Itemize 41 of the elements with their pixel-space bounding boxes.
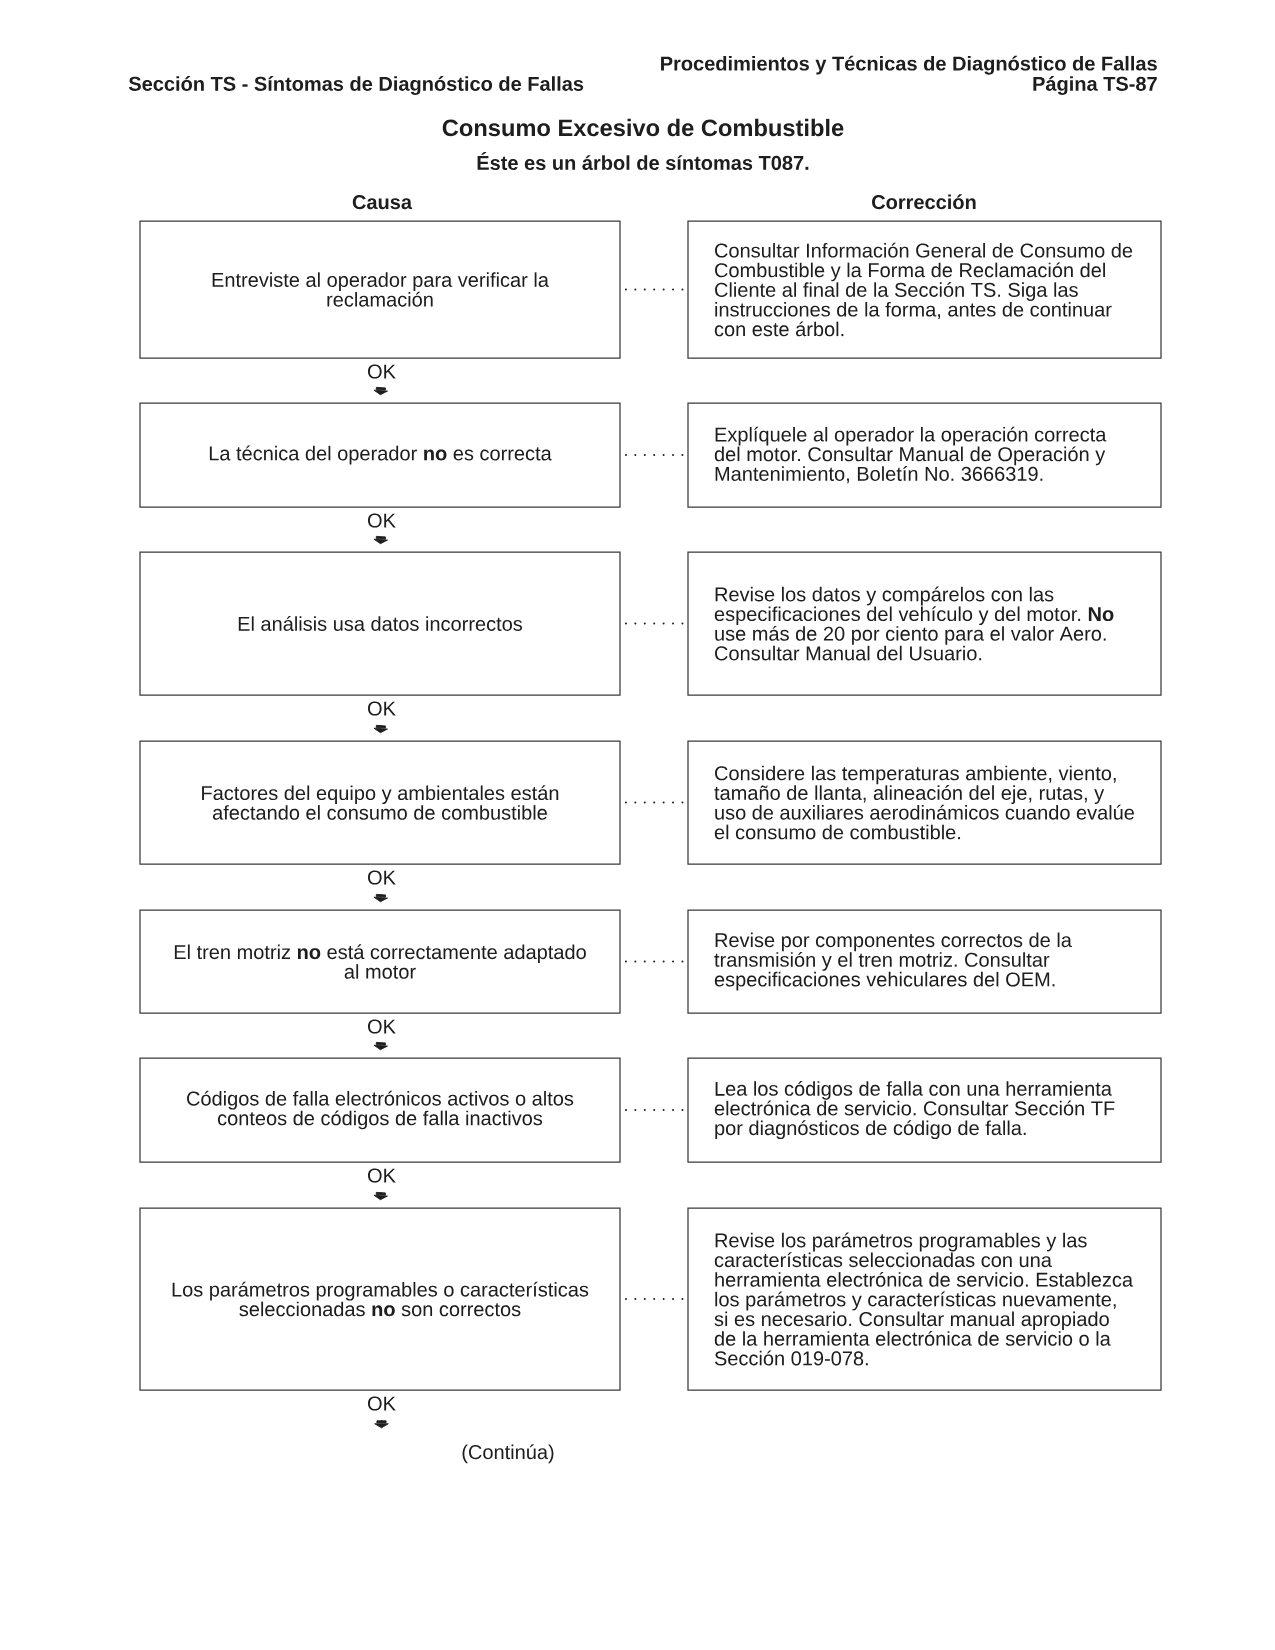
dotted-line: [624, 960, 685, 963]
dotted-line: [624, 1109, 685, 1111]
step-label: OK: [368, 870, 396, 885]
dotted-line: [624, 1298, 685, 1300]
arrow: [373, 893, 388, 903]
correction-box: Explíquele al operador la operación correcta del motor. Consultar Manual de Operación y Mantenimiento, Boletín No. 3666319.: [687, 402, 1162, 508]
cause-box: Los parámetros programables o características seleccionadas no son correctos: [139, 1207, 621, 1391]
correction-box: Revise los datos y compárelos con las especificaciones del vehículo y del motor. No use más de 20 por ciento para el valor Aero. Consultar Manual del Usuario.: [687, 551, 1162, 696]
step-label: OK: [368, 513, 396, 528]
dotted-line: [624, 288, 685, 291]
correction-box: Considere las temperaturas ambiente, viento, tamaño de llanta, alineación del eje, rutas, y uso de auxiliares aerodinámicos cuando evalúe el consumo de combustible.: [687, 740, 1162, 865]
step-label: OK: [368, 701, 396, 716]
step-label: OK: [368, 1019, 396, 1034]
step-label: OK: [368, 1396, 396, 1411]
arrow: [373, 535, 388, 545]
cause-box: Entreviste al operador para verificar la reclamación: [139, 220, 621, 359]
arrow: [373, 1041, 388, 1051]
cause-box: El tren motriz no está correctamente adaptado al motor: [139, 909, 621, 1014]
dotted-line: [624, 801, 685, 804]
arrow: [374, 1419, 389, 1429]
arrow: [373, 386, 388, 396]
cause-box: Códigos de falla electrónicos activos o altos conteos de códigos de falla inactivos: [139, 1057, 621, 1163]
title: Consumo Excesivo de Combustible: [442, 118, 844, 137]
correction-box: Revise por componentes correctos de la transmisión y el tren motriz. Consultar especificaciones vehiculares del OEM.: [687, 909, 1162, 1014]
page-header: Sección TS - Síntomas de Diagnóstico de Fallas: [128, 76, 584, 95]
step-label: OK: [368, 1168, 396, 1183]
correction-box: Consultar Información General de Consumo de Combustible y la Forma de Reclamación del Cliente al final de la Sección TS. Siga las instrucciones de la forma, antes de continuar con este árbol.: [687, 220, 1162, 359]
continuation-note: (Continúa): [462, 1444, 554, 1464]
correction-box: Lea los códigos de falla con una herramienta electrónica de servicio. Consultar Sección TF por diagnósticos de código de falla.: [687, 1057, 1162, 1163]
page-header: Procedimientos y Técnicas de Diagnóstico de Fallas: [661, 55, 1157, 75]
dotted-line: [624, 622, 685, 625]
page-header: Página TS-87: [1033, 76, 1157, 95]
dotted-line: [624, 454, 685, 456]
cause-box: Factores del equipo y ambientales están afectando el consumo de combustible: [139, 740, 621, 865]
cause-box: El análisis usa datos incorrectos: [139, 551, 621, 696]
arrow: [373, 724, 388, 734]
correction-box: Revise los parámetros programables y las características seleccionadas con una herramienta electrónica de servicio. Establezca los parámetros y características nuevamente, si es necesario. Consultar manual apropiado de la herramienta electrónica de servicio o la Sección 019-078.: [687, 1207, 1162, 1391]
cause-box: La técnica del operador no es correcta: [139, 402, 621, 508]
step-label: OK: [368, 364, 396, 379]
arrow: [373, 1191, 388, 1201]
subtitle: Éste es un árbol de síntomas T087.: [477, 152, 809, 170]
